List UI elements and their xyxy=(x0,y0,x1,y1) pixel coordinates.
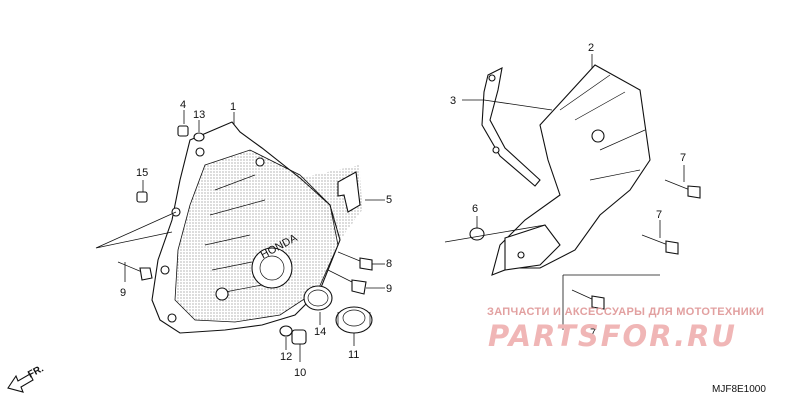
front-direction-indicator: FR. xyxy=(7,363,46,393)
callout-7-top: 7 xyxy=(680,152,686,164)
callout-5: 5 xyxy=(386,194,392,206)
generator-cover: HONDA xyxy=(151,121,362,334)
callout-2: 2 xyxy=(588,42,594,54)
callout-15: 15 xyxy=(136,167,148,179)
watermark-tagline: ЗАПЧАСТИ И АКСЕССУАРЫ ДЛЯ МОТОТЕХНИКИ xyxy=(487,306,764,318)
side-cover-assembly xyxy=(469,64,701,310)
callout-9-right: 9 xyxy=(386,283,392,295)
direction-label: FR. xyxy=(26,363,46,380)
leader-lines xyxy=(95,54,685,362)
callout-8: 8 xyxy=(386,258,392,270)
callout-3: 3 xyxy=(450,95,456,107)
small-fasteners xyxy=(117,125,373,345)
callout-labels: 4 13 1 15 9 5 8 9 14 11 12 10 3 2 6 7 7 … xyxy=(120,42,686,379)
callout-1: 1 xyxy=(230,101,236,113)
callout-4: 4 xyxy=(180,99,186,111)
front-arrow-icon xyxy=(7,373,34,393)
callout-10: 10 xyxy=(294,367,306,379)
callout-7-bottom: 7 xyxy=(590,327,596,339)
o-ring-13 xyxy=(193,132,205,142)
callout-14: 14 xyxy=(314,326,326,338)
dowel-pin-4 xyxy=(177,125,189,137)
watermark-logo: PARTSFOR.RU xyxy=(488,319,737,353)
callout-13: 13 xyxy=(193,109,205,121)
callout-6: 6 xyxy=(472,203,478,215)
diagram-code: MJF8E1000 xyxy=(712,384,766,395)
dowel-pin-15 xyxy=(136,191,148,203)
callout-12: 12 xyxy=(280,351,292,363)
callout-11: 11 xyxy=(348,349,359,361)
callout-7-middle: 7 xyxy=(656,209,662,221)
watermark: ЗАПЧАСТИ И АКСЕССУАРЫ ДЛЯ МОТОТЕХНИКИ PA… xyxy=(487,306,764,353)
callout-9-left: 9 xyxy=(120,287,126,299)
